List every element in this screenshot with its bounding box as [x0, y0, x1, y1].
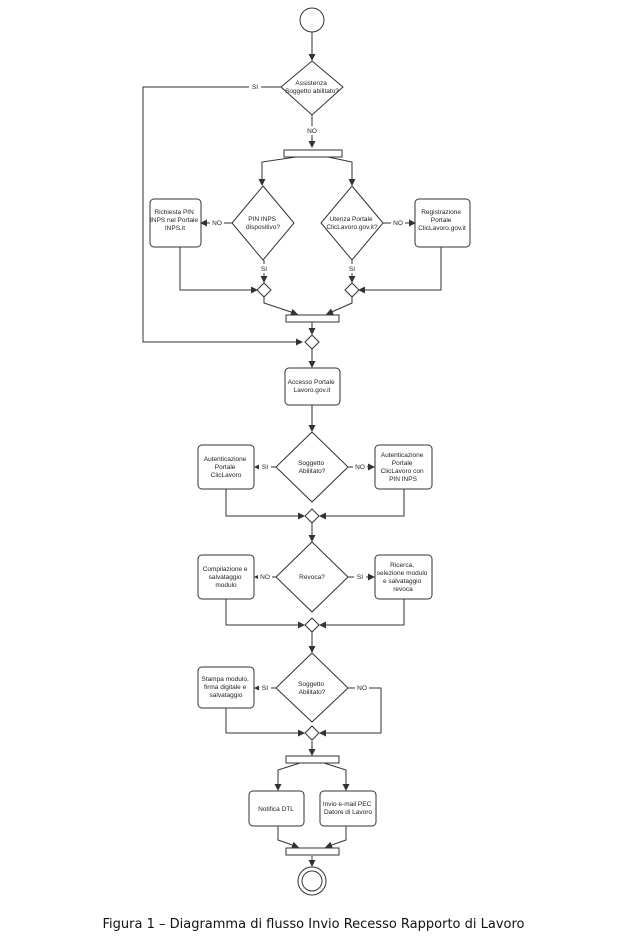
label-pin: PIN INPS dispositivo? [246, 216, 280, 231]
label-soggetto-2: Soggetto Abilitato? [298, 681, 326, 696]
edge-label-no-utenza: NO [393, 220, 403, 227]
merge-diamond-3 [304, 617, 320, 633]
decision-soggetto-2 [275, 652, 349, 723]
edge-merge-utenza-join [326, 297, 353, 315]
merge-diamond-pin [256, 282, 272, 298]
label-soggetto-1: Soggetto Abilitato? [298, 460, 326, 475]
label-utenza: Utenza Portale ClicLavoro.gov.it? [326, 216, 378, 231]
box-richiesta-pin [149, 198, 202, 248]
start-node [299, 7, 325, 33]
decision-soggetto-1 [275, 431, 349, 503]
edge-fork2-invio [323, 762, 350, 791]
label-compilazione: Compilazione e salvataggio modulo [203, 566, 250, 589]
label-ricerca: Ricerca, selezione modulo e salvataggio … [377, 562, 429, 593]
decision-revoca [275, 541, 349, 613]
box-registrazione [414, 198, 471, 248]
box-auth-portale [197, 444, 255, 490]
merge-diamond-4 [304, 725, 320, 741]
label-richiesta-pin: Richiesta PIN INPS nel Portale INPS.it [150, 209, 200, 232]
decision-utenza [320, 185, 384, 261]
fork-bar-1 [283, 149, 343, 158]
edge-label-no-soggetto-1: NO [355, 464, 365, 471]
label-accesso: Accesso Portale Lavoro.gov.it [288, 379, 337, 394]
merge-diamond-utenza [344, 282, 360, 298]
end-node [297, 866, 327, 896]
box-auth-pin [374, 444, 433, 490]
decision-pin [231, 185, 295, 261]
edge-invio-join [325, 826, 347, 849]
edge-label-si-soggetto-1: SI [262, 464, 268, 471]
edge-fork-utenza [327, 156, 356, 186]
label-auth-pin: Autenticazione Portale ClicLavoro con PI… [381, 452, 426, 483]
merge-diamond-2 [304, 508, 320, 524]
label-invio: Invio e-mail PEC Datore di Lavoro [323, 801, 373, 816]
box-compilazione [197, 554, 255, 600]
box-invio [319, 790, 377, 827]
figure-caption: Figura 1 – Diagramma di flusso Invio Rec… [102, 917, 525, 932]
edge-label-si-revoca: SI [357, 574, 363, 581]
edge-stampa-merge [225, 708, 305, 737]
edge-label-no-assistenza: NO [307, 128, 317, 135]
edge-merge-pin-join [263, 297, 298, 316]
edge-label-si-utenza: SI [349, 266, 355, 273]
edge-compilazione-merge [225, 599, 305, 629]
edge-fork-pin [258, 156, 297, 186]
box-stampa [197, 666, 255, 709]
connectors [142, 32, 442, 867]
fork-bar-2 [285, 755, 340, 764]
merge-diamond-1 [304, 334, 320, 350]
label-registrazione: Registrazione Portale ClicLavoro.gov.it [418, 209, 466, 232]
join-bar-1 [285, 314, 340, 323]
edge-auth-pin-merge [319, 489, 405, 520]
edge-label-si-assistenza: SI [252, 84, 258, 91]
box-notifica [248, 790, 305, 827]
edge-label-no-soggetto-2: NO [357, 685, 367, 692]
box-ricerca [374, 554, 433, 600]
box-accesso [284, 367, 341, 406]
label-revoca: Revoca? [299, 574, 325, 581]
edge-auth-portale-merge [225, 489, 305, 520]
label-stampa: Stampa modulo, firma digitale e salvatag… [201, 676, 250, 699]
edge-richiesta-merge [179, 247, 258, 294]
edge-assistenza-si [142, 86, 303, 346]
label-assistenza: Assistenza Soggetto abilitato? [285, 80, 339, 95]
edge-label-si-soggetto-2: SI [262, 685, 268, 692]
label-notifica: Notifica DTL [258, 806, 294, 813]
edge-notifica-join [277, 826, 299, 849]
join-bar-2 [285, 847, 340, 856]
edge-label-si-pin: SI [261, 266, 267, 273]
edge-registrazione-merge [358, 247, 442, 294]
edge-fork2-notifica [274, 762, 301, 791]
decision-assistenza [280, 60, 344, 116]
edge-ricerca-merge [319, 599, 405, 629]
edge-labels: SI NO NO NO SI SI SI NO NO SI SI NO [210, 82, 405, 692]
label-auth-portale: Autenticazione Portale ClicLavoro [204, 456, 248, 479]
edge-label-no-revoca: NO [260, 574, 270, 581]
edge-label-no-pin: NO [212, 220, 222, 227]
